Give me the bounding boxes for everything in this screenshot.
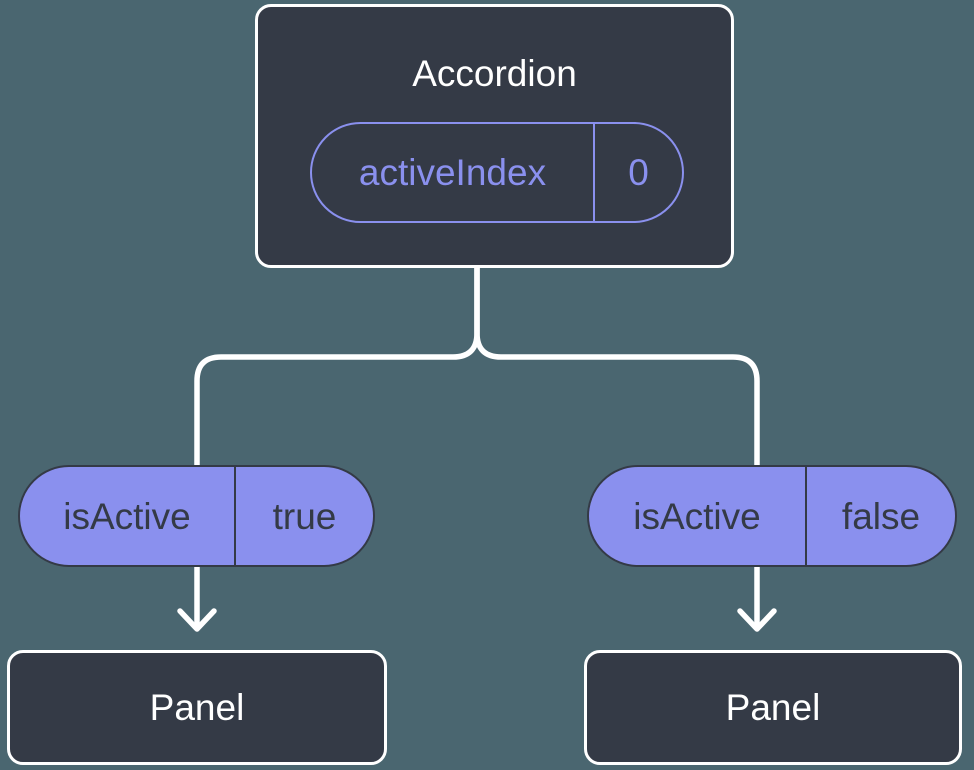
prop-value-label: true (272, 495, 337, 537)
arrow-down-icon (737, 562, 777, 632)
prop-pill-right: isActive false (587, 465, 957, 567)
prop-pill-left: isActive true (18, 465, 375, 567)
component-name-label: Panel (725, 686, 821, 728)
prop-value-label: false (841, 495, 921, 537)
connector-root-to-right-branch (474, 262, 760, 470)
state-name-label: activeIndex (312, 124, 595, 221)
panel-component-node-left: Panel (7, 650, 387, 765)
component-name-label: Panel (149, 686, 245, 728)
accordion-component-node: Accordion activeIndex 0 (255, 4, 734, 268)
component-name-label: Accordion (412, 53, 577, 94)
state-value-label: 0 (628, 152, 649, 193)
panel-component-node-right: Panel (584, 650, 962, 765)
arrow-down-icon (177, 562, 217, 632)
state-pill: activeIndex 0 (310, 122, 684, 223)
prop-name-label: isActive (20, 467, 236, 565)
connector-root-to-left-branch (194, 262, 480, 470)
prop-name-label: isActive (589, 467, 807, 565)
